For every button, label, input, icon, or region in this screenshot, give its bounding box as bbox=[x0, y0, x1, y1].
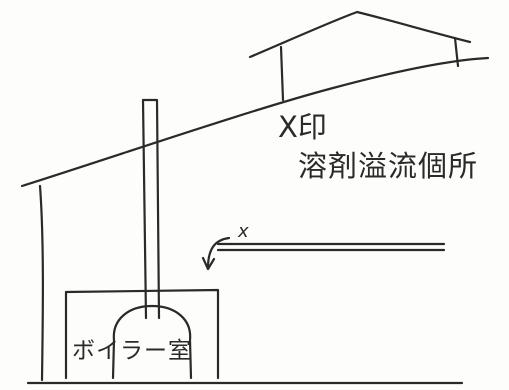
boiler-room-label: ボイラー室 bbox=[72, 338, 192, 364]
main-roof bbox=[20, 56, 490, 188]
x-marker-label: x bbox=[238, 221, 249, 242]
spill-arrow bbox=[201, 236, 231, 271]
boiler-room-box bbox=[64, 288, 220, 380]
spill-location-label: 溶剤溢流個所 bbox=[298, 149, 479, 183]
spill-pipe bbox=[216, 242, 446, 252]
x-mark-label: X印 bbox=[278, 110, 327, 144]
left-wall bbox=[38, 184, 44, 382]
boiler-arch bbox=[111, 304, 193, 380]
upper-roof-structure bbox=[248, 10, 472, 102]
chimney bbox=[141, 98, 161, 320]
